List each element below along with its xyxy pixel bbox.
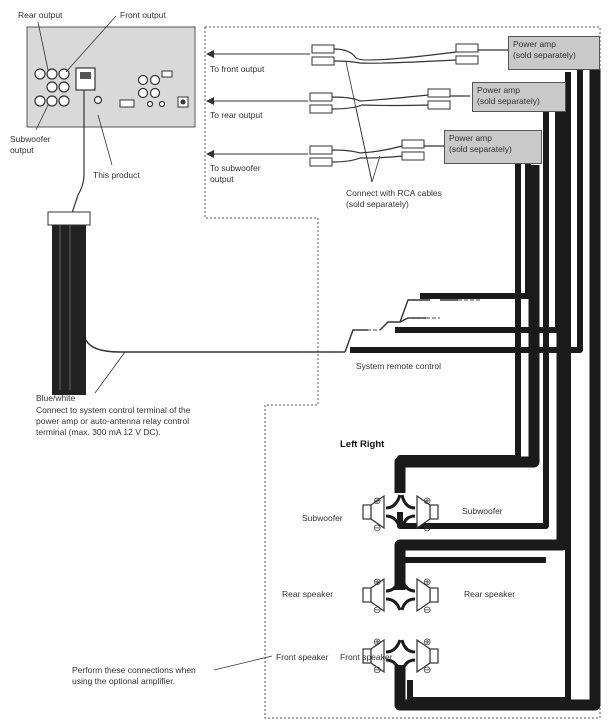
footer-line2: using the optional amplifier. <box>72 676 176 686</box>
footer-note: Perform these connections when using the… <box>72 665 196 687</box>
plus-sym-1: ⊕ <box>373 496 382 507</box>
footer-line1: Perform these connections when <box>72 665 196 675</box>
to-front-output-label: To front output <box>210 64 265 74</box>
wire-harness <box>52 223 86 395</box>
system-remote-control-label: System remote control <box>356 361 442 371</box>
to-subwoofer-output-line1: To subwoofer <box>210 163 261 173</box>
this-product-label: This product <box>93 170 140 180</box>
rear-speaker-left-label: Rear speaker <box>282 589 334 599</box>
amp-3-line1: Power amp <box>449 133 492 143</box>
front-speaker-right-label: Front speaker <box>340 652 393 662</box>
speakers <box>362 494 439 674</box>
minus-sym-4: ⊖ <box>423 605 432 616</box>
rca-cables-label: Connect with RCA cables (sold separately… <box>346 188 442 210</box>
amp-3-line2: (sold separately) <box>449 144 512 154</box>
to-subwoofer-output-label: To subwoofer output <box>210 163 261 185</box>
front-speaker-left-label: Front speaker <box>276 652 329 662</box>
minus-sym-1: ⊖ <box>373 523 382 534</box>
to-subwoofer-output-line2: output <box>210 174 234 184</box>
note-line1: Connect to system control terminal of th… <box>36 405 191 415</box>
remote-note: Connect to system control terminal of th… <box>36 405 191 438</box>
power-amp-subwoofer: Power amp (sold separately) <box>444 130 542 164</box>
plus-sym-4: ⊕ <box>423 577 432 588</box>
rear-output-label: Rear output <box>18 10 63 20</box>
minus-sym-2: ⊖ <box>423 523 432 534</box>
rca-line1: Connect with RCA cables <box>346 188 442 198</box>
to-rear-output-label: To rear output <box>210 110 263 120</box>
plus-sym-2: ⊕ <box>423 496 432 507</box>
subwoofer-output-line2: output <box>10 145 34 155</box>
blue-white-label: Blue/white <box>36 393 76 403</box>
subwoofer-left-label: Subwoofer <box>302 513 343 523</box>
subwoofer-right-label: Subwoofer <box>462 506 503 516</box>
rca-line2: (sold separately) <box>346 199 409 209</box>
minus-sym-6: ⊖ <box>423 665 432 676</box>
plus-sym-6: ⊕ <box>423 637 432 648</box>
power-amp-front: Power amp (sold separately) <box>508 36 600 70</box>
left-right-label: Left Right <box>340 439 385 450</box>
note-line2: power amp or auto-antenna relay control <box>36 416 190 426</box>
power-amp-rear: Power amp (sold separately) <box>472 82 566 112</box>
subwoofer-output-label: Subwoofer output <box>10 134 51 156</box>
minus-sym-3: ⊖ <box>373 605 382 616</box>
amp-1-line1: Power amp <box>513 39 556 49</box>
minus-sym-5: ⊖ <box>373 665 382 676</box>
front-output-label: Front output <box>120 10 166 20</box>
amp-1-line2: (sold separately) <box>513 50 576 60</box>
rear-speaker-right-label: Rear speaker <box>464 589 516 599</box>
plus-sym-3: ⊕ <box>373 577 382 588</box>
note-line3: terminal (max. 300 mA 12 V DC). <box>36 427 161 437</box>
amp-2-line1: Power amp <box>477 85 520 95</box>
subwoofer-output-line1: Subwoofer <box>10 134 51 144</box>
plus-sym-5: ⊕ <box>373 637 382 648</box>
amp-2-line2: (sold separately) <box>477 96 540 106</box>
